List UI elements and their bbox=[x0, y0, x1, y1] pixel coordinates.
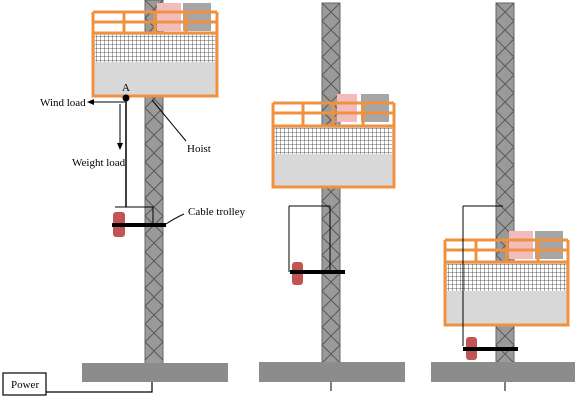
cable-trolley-1 bbox=[112, 206, 166, 237]
hoist-3 bbox=[443, 231, 570, 327]
weight-load-label: Weight load bbox=[72, 157, 126, 169]
panel-2 bbox=[259, 2, 405, 391]
ground-2 bbox=[259, 362, 405, 382]
cable-trolley-label: Cable trolley bbox=[188, 206, 246, 218]
cable-trolley-2 bbox=[288, 205, 345, 285]
hoist-label: Hoist bbox=[187, 143, 211, 155]
ground-3 bbox=[431, 362, 575, 382]
power-cable bbox=[42, 382, 153, 393]
ground-1 bbox=[82, 363, 228, 382]
wind-load-label: Wind load bbox=[40, 97, 86, 109]
hoist-1 bbox=[91, 3, 219, 98]
hoist-2 bbox=[271, 94, 396, 189]
power-box bbox=[2, 372, 47, 396]
panel-3 bbox=[431, 2, 575, 391]
wind-load-arrow bbox=[87, 99, 94, 105]
cable-trolley-3 bbox=[462, 205, 518, 360]
panel-1 bbox=[2, 0, 228, 396]
power-label: Power bbox=[11, 379, 39, 391]
weight-load-arrow bbox=[117, 143, 123, 150]
point-a-label: A bbox=[122, 82, 130, 94]
